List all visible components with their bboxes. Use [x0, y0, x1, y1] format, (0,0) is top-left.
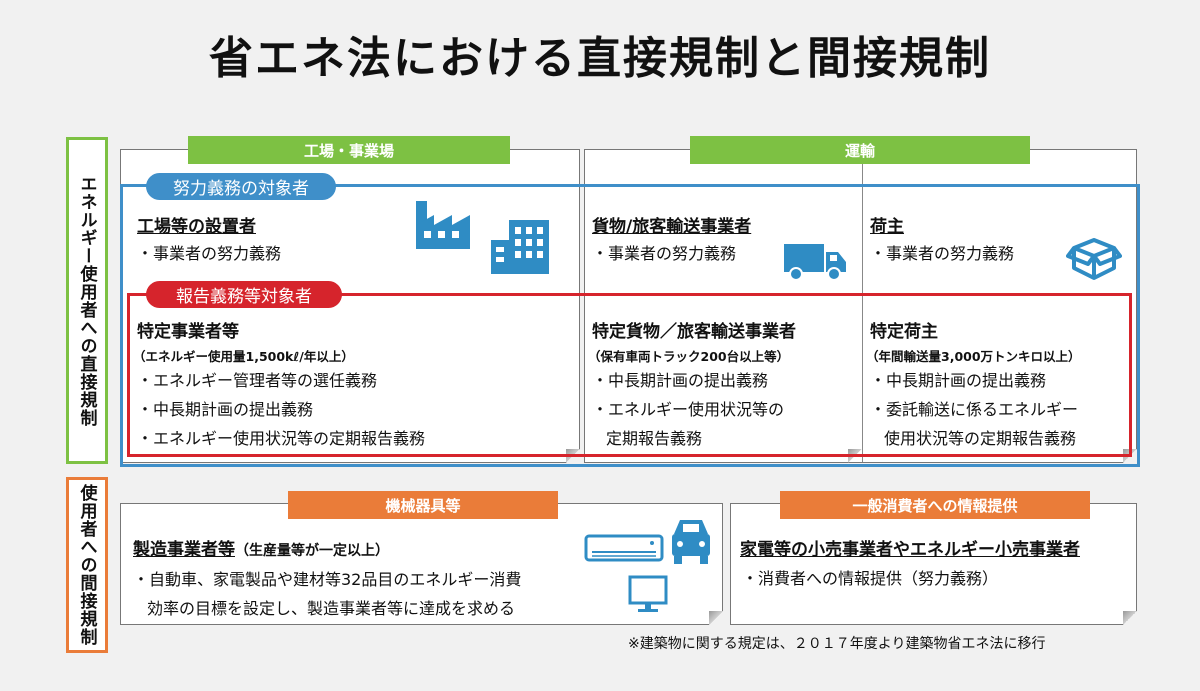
factory-effort-heading: 工場等の設置者: [137, 217, 256, 237]
list-item: 効率の目標を設定し、製造事業者等に達成を求める: [147, 599, 516, 618]
list-item: ・エネルギー管理者等の選任義務: [137, 371, 378, 390]
effort-badge: 努力義務の対象者: [146, 173, 336, 200]
list-item: ・中長期計画の提出義務: [870, 371, 1047, 390]
retail-panel: [730, 503, 1137, 625]
report-obligation-box: [127, 293, 1132, 457]
transport-divider: [862, 150, 863, 462]
report-badge: 報告義務等対象者: [146, 281, 342, 308]
carrier-report-sub: （保有車両トラック200台以上等）: [588, 349, 790, 364]
package-icon: [1066, 232, 1122, 282]
list-item: ・委託輸送に係るエネルギー: [870, 400, 1079, 419]
retail-item: ・消費者への情報提供（努力義務）: [742, 569, 999, 588]
carrier-report-heading: 特定貨物／旅客輸送事業者: [592, 322, 796, 342]
truck-icon: [782, 240, 848, 282]
equipment-panel: [120, 503, 723, 625]
footnote: ※建築物に関する規定は、２０１７年度より建築物省エネ法に移行: [628, 636, 1046, 652]
list-item: ・中長期計画の提出義務: [137, 400, 314, 419]
tab-consumer-info: 一般消費者への情報提供: [780, 491, 1090, 519]
air-conditioner-icon: [584, 532, 664, 564]
factory-report-sub: （エネルギー使用量1,500kℓ/年以上）: [133, 349, 354, 364]
effort-obligation-box: [120, 184, 1140, 467]
shipper-effort-heading: 荷主: [870, 217, 904, 237]
factory-icon: [412, 193, 482, 251]
equipment-list: ・自動車、家電製品や建材等32品目のエネルギー消費 効率の目標を設定し、製造事業…: [133, 565, 521, 623]
tab-transport: 運輸: [690, 136, 1030, 164]
direct-regulation-label: エネルギー使用者への直接規制: [66, 137, 108, 464]
list-item: ・中長期計画の提出義務: [592, 371, 769, 390]
building-icon: [489, 216, 553, 276]
transport-panel: [584, 149, 1137, 463]
tab-factory: 工場・事業場: [188, 136, 510, 164]
shipper-report-sub: （年間輸送量3,000万トンキロ以上）: [866, 349, 1081, 364]
equipment-heading: 製造事業者等: [133, 540, 235, 560]
carrier-effort-item: ・事業者の努力義務: [592, 244, 737, 263]
panel-fold: [709, 611, 723, 625]
indirect-regulation-label: 使用者への間接規制: [66, 477, 108, 653]
car-icon: [670, 514, 712, 566]
list-item: ・自動車、家電製品や建材等32品目のエネルギー消費: [133, 570, 522, 589]
carrier-effort-heading: 貨物/旅客輸送事業者: [592, 217, 752, 237]
shipper-effort-item: ・事業者の努力義務: [870, 244, 1015, 263]
list-item: 定期報告義務: [606, 429, 703, 448]
equipment-heading-row: 製造事業者等（生産量等が一定以上）: [133, 535, 389, 560]
tab-equipment: 機械器具等: [288, 491, 558, 519]
retail-heading: 家電等の小売事業者やエネルギー小売事業者: [740, 540, 1080, 560]
factory-report-heading: 特定事業者等: [137, 322, 239, 342]
carrier-report-list: ・中長期計画の提出義務 ・エネルギー使用状況等の 定期報告義務: [592, 366, 784, 453]
panel-fold: [1123, 611, 1137, 625]
factory-report-list: ・エネルギー管理者等の選任義務 ・中長期計画の提出義務 ・エネルギー使用状況等の…: [137, 366, 425, 453]
monitor-icon: [628, 575, 668, 615]
list-item: ・エネルギー使用状況等の定期報告義務: [137, 429, 426, 448]
list-item: ・エネルギー使用状況等の: [592, 400, 785, 419]
factory-effort-item: ・事業者の努力義務: [137, 244, 282, 263]
list-item: 使用状況等の定期報告義務: [884, 429, 1077, 448]
equipment-heading-sub: （生産量等が一定以上）: [235, 543, 389, 559]
page-title: 省エネ法における直接規制と間接規制: [209, 33, 991, 84]
shipper-report-list: ・中長期計画の提出義務 ・委託輸送に係るエネルギー 使用状況等の定期報告義務: [870, 366, 1078, 453]
shipper-report-heading: 特定荷主: [870, 322, 938, 342]
